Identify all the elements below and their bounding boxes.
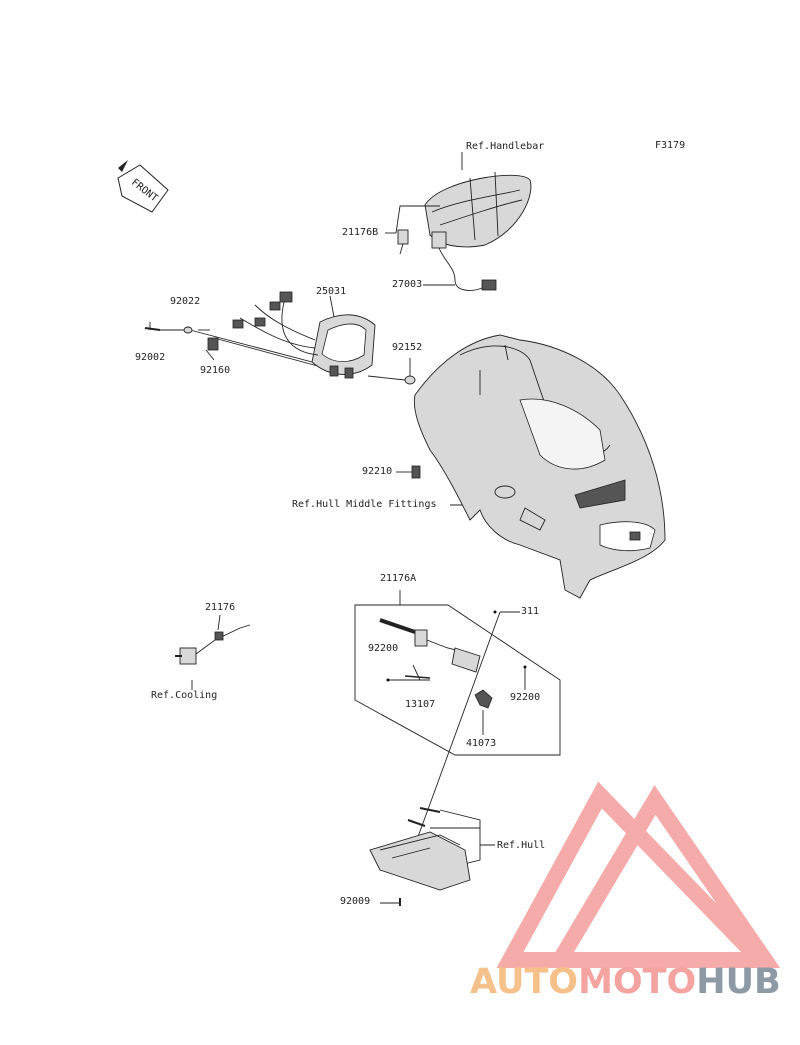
hull-body (413, 334, 666, 599)
label-92022: 92022 (170, 296, 201, 307)
small-parts (144, 326, 421, 479)
watermark-auto: AUTO (470, 962, 579, 1002)
label-21176: 21176 (205, 602, 236, 613)
label-25031: 25031 (316, 286, 347, 297)
label-21176a: 21176A (380, 573, 417, 584)
label-92200-right: 92200 (510, 692, 541, 703)
sensor-21176 (175, 624, 251, 665)
label-92002: 92002 (135, 352, 166, 363)
label-92210: 92210 (362, 466, 393, 477)
ref-cooling: Ref.Cooling (151, 690, 218, 701)
ref-handlebar: Ref.Handlebar (466, 141, 545, 152)
sensor-21176b (397, 229, 409, 255)
watermark-moto: MOTO (578, 962, 697, 1002)
ref-hull: Ref.Hull (497, 840, 546, 851)
wiring-harness (232, 291, 319, 356)
assembly-21176a (379, 610, 527, 709)
watermark-logo-icon (496, 781, 781, 968)
front-arrow-icon: FRONT (117, 160, 169, 213)
label-41073: 41073 (466, 738, 497, 749)
label-21176b: 21176B (342, 227, 379, 238)
meter-25031 (311, 314, 376, 379)
switch-27003 (431, 231, 497, 291)
label-311: 311 (521, 606, 540, 617)
label-92009: 92009 (340, 896, 371, 907)
handlebar-cover (424, 171, 532, 248)
label-13107: 13107 (405, 699, 436, 710)
figure-code: F3179 (655, 140, 686, 151)
ref-hull-middle: Ref.Hull Middle Fittings (292, 499, 437, 510)
lower-bracket (369, 807, 471, 906)
label-92200-left: 92200 (368, 643, 399, 654)
label-92152: 92152 (392, 342, 423, 353)
watermark-hub: HUB (696, 962, 781, 1002)
watermark-text: AUTOMOTOHUB (470, 962, 781, 1002)
label-27003: 27003 (392, 279, 423, 290)
label-92160: 92160 (200, 365, 231, 376)
